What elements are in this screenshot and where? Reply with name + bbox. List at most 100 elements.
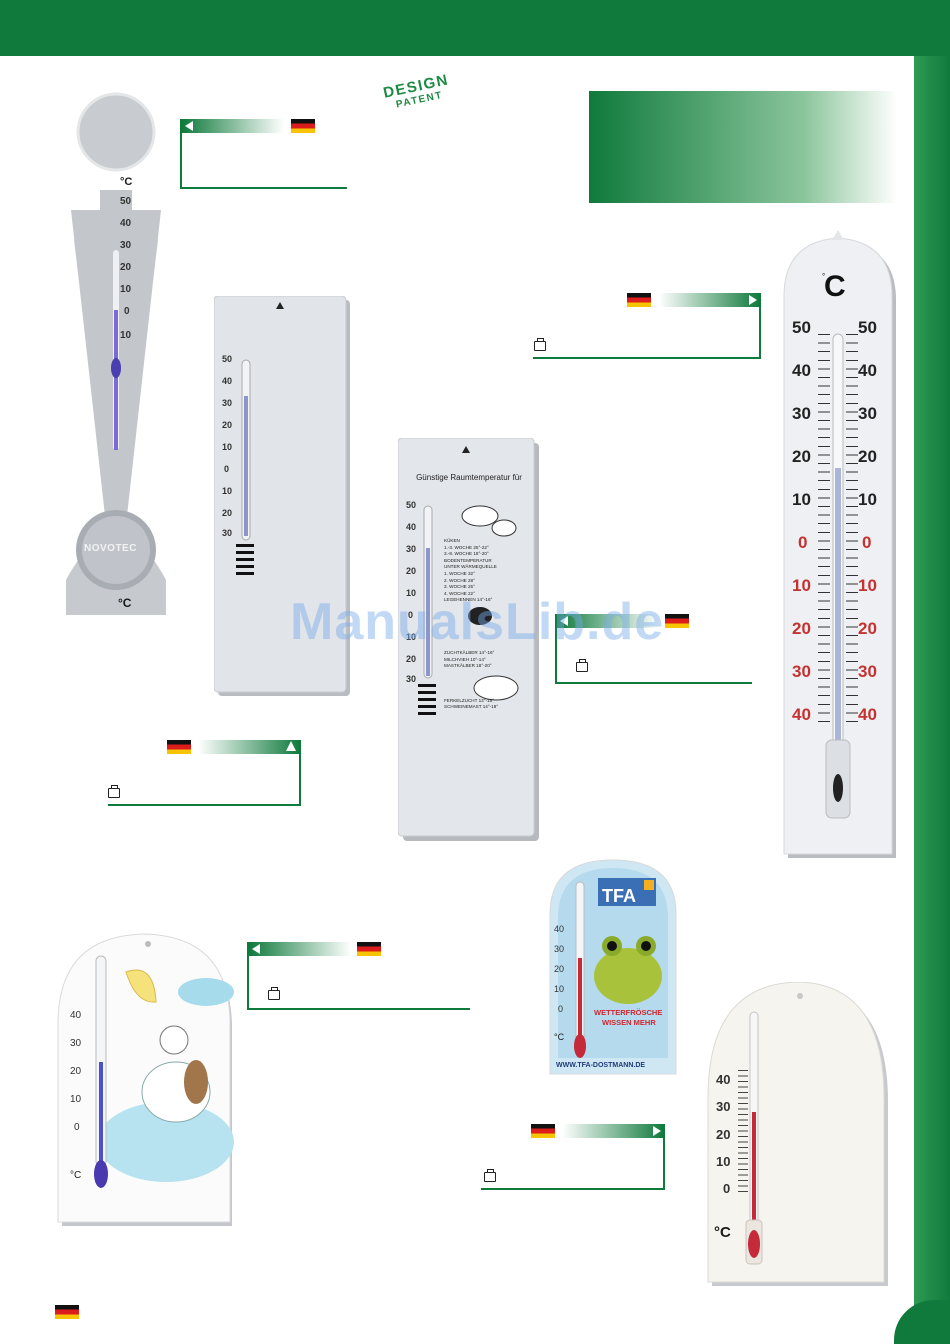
large-scale-minus-40-right: 40 [858,705,877,724]
stable-scale-40: 40 [406,522,417,532]
stable-scale-50: 50 [406,500,417,510]
large-scale-minus-40-left: 40 [792,705,811,724]
slim-scale-minus-20: 20 [222,508,233,518]
frog-slogan-line-2: WISSEN MEHR [602,1018,656,1027]
arrow-left-icon [560,616,568,626]
stable-note: 3. WOCHE 25° [444,584,475,590]
slim-scale-30: 30 [222,398,233,408]
german-flag-icon [665,614,689,628]
frog-slogan-line-1: WETTERFRÖSCHE [594,1008,663,1017]
frog-thermometer-image: TFA 40 30 20 10 0 °C WETTERFRÖSCHE WISSE… [548,858,678,1078]
callout-slim-underline [108,804,301,806]
large-scale-40-right: 40 [858,361,877,380]
callout-kids-underline [247,1008,470,1010]
arched-scale-20: 20 [716,1127,731,1142]
spear-thermometer-drawing [66,92,166,615]
slim-scale-0: 0 [224,464,230,474]
slim-scale-minus-30: 30 [222,528,233,538]
callout-frog-bar [562,1124,664,1138]
slim-thermometer-image: 50 40 30 20 10 0 10 20 30 [213,295,352,698]
frog-scale-0: 0 [558,1004,564,1014]
arched-scale-10: 10 [716,1154,731,1169]
slim-scale-40: 40 [222,376,233,386]
callout-slim-bar [198,740,300,754]
spear-scale-20: 20 [120,262,132,273]
spear-thermometer-image: °C 50 40 30 20 10 0 10 NOVOTEC °C [66,90,166,615]
arched-unit-label: °C [714,1224,731,1241]
stable-note: ZUCHTKÄLBER 14°-16° [444,649,495,655]
arched-thermometer-image: 40 30 20 10 0 °C [706,981,890,1288]
slim-scale-minus-10: 10 [222,486,233,496]
large-scale-minus-20-right: 20 [858,619,877,638]
package-icon [534,338,546,351]
stable-note: SCHWEINEMAST 14°-18° [444,704,499,710]
frog-url: WWW.TFA-DOSTMANN.DE [556,1062,646,1069]
kids-scale-10: 10 [70,1094,82,1105]
stable-note: MILCHVIEH 10°-14° [444,656,486,662]
callout-spear-underline [180,187,347,189]
package-icon [576,659,588,672]
design-patent-badge: DESIGN PATENT [382,71,453,112]
large-thermometer-image: C ° 50 50 40 40 30 30 20 20 10 10 0 0 10… [782,228,904,862]
stable-scale-30: 30 [406,544,417,554]
stable-note: 4. WOCHE 22° [444,590,475,596]
german-flag-icon [55,1305,79,1319]
spear-scale-10: 10 [120,284,132,295]
stable-scale-10: 10 [406,588,417,598]
kids-thermometer-drawing [57,933,234,1226]
large-scale-minus-30-right: 30 [858,662,877,681]
stable-note: MASTKÄLBER 18°-20° [444,663,492,669]
large-scale-0-right: 0 [862,533,872,552]
stable-scale-minus-30: 30 [406,674,417,684]
large-scale-30-right: 30 [858,404,877,423]
large-unit-degree: ° [822,272,826,281]
callout-kids-vline [247,942,249,1010]
stable-note: KÜKEN [444,538,460,543]
spear-scale-40: 40 [120,218,132,229]
section-header-box [589,91,897,203]
spear-scale-minus-10: 10 [120,330,132,341]
slim-thermometer-drawing [213,295,350,696]
callout-stable-underline [555,682,752,684]
stable-note: 3.-8. WOCHE 18°-20° [444,551,489,557]
large-scale-30-left: 30 [792,404,811,423]
callout-kids-bar [249,942,351,956]
large-ticks-left [818,334,830,724]
package-icon [268,987,280,1000]
german-flag-icon [531,1124,555,1138]
large-scale-minus-10-left: 10 [792,576,811,595]
stable-note: 1.-3. WOCHE 25°-22° [444,544,489,550]
frog-brand-logo: TFA [602,886,636,906]
stable-note: UNTER WÄRMEQUELLE [444,564,497,570]
large-scale-20-right: 20 [858,447,877,466]
stable-note: BODENTEMPERATUR [444,557,492,563]
large-ticks-right [846,334,858,724]
callout-large-underline [533,357,761,359]
kids-scale-20: 20 [70,1066,82,1077]
arrow-left-icon [252,944,260,954]
callout-slim-vline [299,740,301,806]
frog-scale-30: 30 [554,944,565,954]
callout-spear-bar [182,119,284,133]
large-scale-20-left: 20 [792,447,811,466]
arched-scale-0: 0 [723,1181,731,1196]
large-scale-50-left: 50 [792,318,811,337]
top-green-band [0,0,950,56]
german-flag-icon [291,119,315,133]
slim-scale-50: 50 [222,354,233,364]
stable-note: LEGEHENNEN 14°-16° [444,597,493,603]
frog-scale-10: 10 [554,984,565,994]
arched-scale-30: 30 [716,1099,731,1114]
spear-unit-label-bottom: °C [118,596,132,610]
spear-unit-label: °C [120,176,133,188]
callout-frog-vline [663,1124,665,1190]
callout-stable-bar [557,614,659,628]
frog-thermometer-drawing [549,859,677,1075]
stable-scale-minus-10: 10 [406,632,417,642]
watermark-text: ManualsLib.de [290,593,665,651]
callout-large-bar [659,293,760,307]
german-flag-icon [357,942,381,956]
large-scale-0-left: 0 [798,533,808,552]
stable-note: 1. WOCHE 32° [444,570,475,576]
arrow-right-icon [749,295,757,305]
